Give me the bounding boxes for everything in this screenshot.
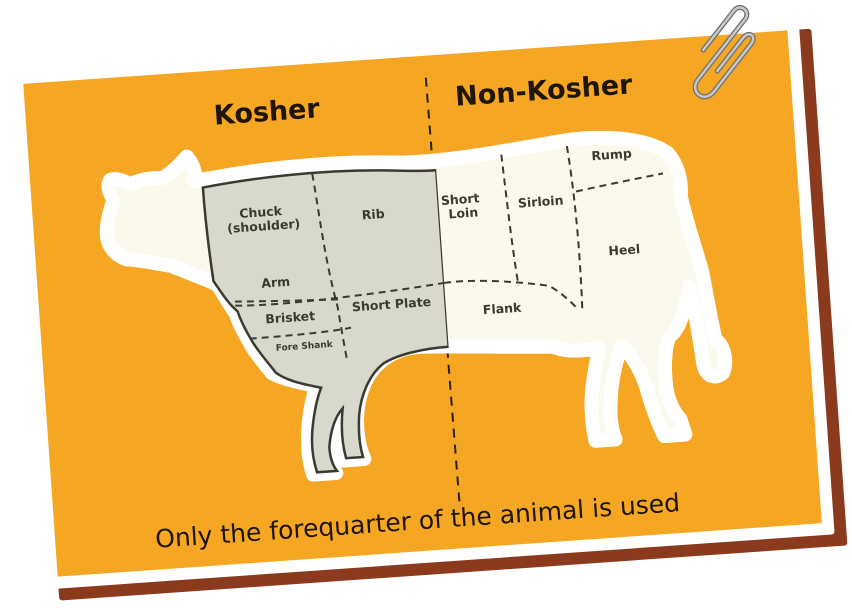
cut-label-rump: Rump <box>591 146 632 164</box>
cut-label-sirloin: Sirloin <box>517 192 563 210</box>
cut-label-rib: Rib <box>361 206 385 223</box>
cut-label-flank: Flank <box>482 300 522 318</box>
cut-label-arm: Arm <box>261 274 291 291</box>
cut-label-heel: Heel <box>608 241 641 258</box>
